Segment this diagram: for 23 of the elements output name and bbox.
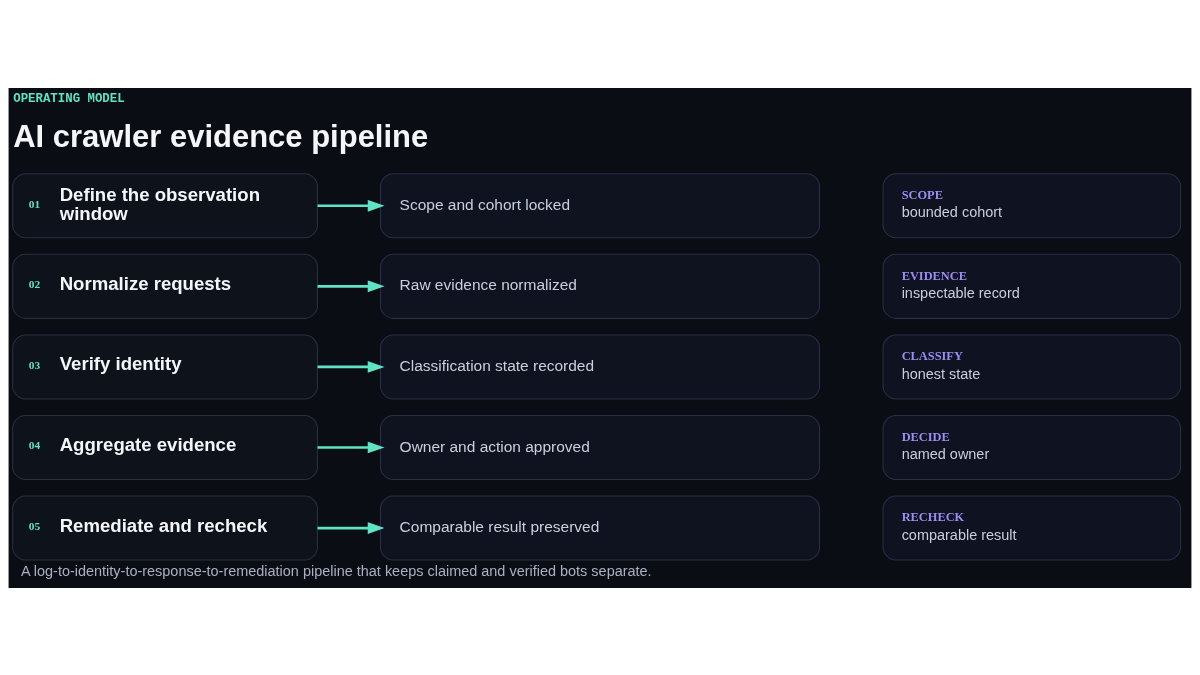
- node-box: EVIDENCE inspectable record: [882, 253, 1182, 319]
- node-box: SCOPE bounded cohort: [882, 172, 1182, 238]
- arrow: [317, 521, 385, 534]
- node-box: Scope and cohort locked: [379, 172, 821, 238]
- node-box: CLASSIFY honest state: [882, 333, 1182, 399]
- arrow: [317, 199, 385, 212]
- node-box: Comparable result preserved: [379, 495, 821, 561]
- node-box: Raw evidence normalized: [379, 253, 821, 319]
- node-box: 05 Remediate and recheck: [12, 495, 318, 561]
- arrow: [317, 360, 385, 373]
- label: OPERATING MODEL: [13, 91, 125, 106]
- diagram-title: AI crawler evidence pipeline: [13, 118, 429, 154]
- node-box: DECIDE named owner: [882, 414, 1182, 480]
- node-box: RECHECK comparable result: [882, 495, 1182, 561]
- node-box: 03 Verify identity: [12, 333, 318, 399]
- node-box: 02 Normalize requests: [12, 253, 318, 319]
- node-box: Classification state recorded: [379, 333, 821, 399]
- node-box: Owner and action approved: [379, 414, 821, 480]
- arrow: [317, 279, 385, 292]
- node-box: 01 Define the observation window: [12, 172, 318, 238]
- arrow: [317, 441, 385, 453]
- caption: A log-to-identity-to-response-to-remediation pipeline that keeps claimed and verified bots separate.: [20, 562, 652, 579]
- node-box: 04 Aggregate evidence: [12, 414, 318, 480]
